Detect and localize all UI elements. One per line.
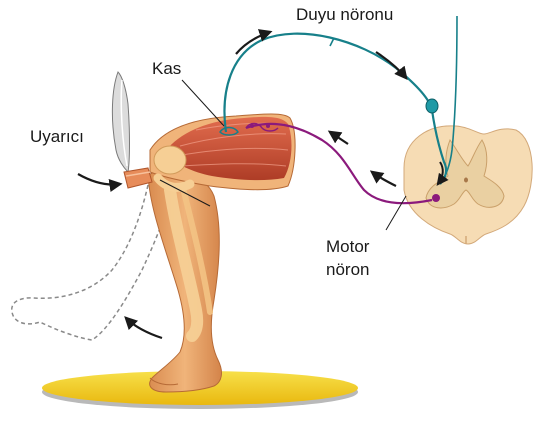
thigh [150, 114, 295, 190]
motor-neuron-label-line2: nöron [326, 260, 369, 279]
curved-arrow-icon [330, 132, 348, 144]
curved-arrow-icon [126, 318, 162, 338]
reflex-hammer-icon [112, 72, 152, 188]
motor-neuron-cell-body [432, 194, 440, 202]
curved-arrow-icon [372, 172, 396, 186]
muscle-label: Kas [152, 59, 181, 78]
motor-neuron-label-line1: Motor [326, 237, 370, 256]
curved-arrow-icon [236, 32, 270, 54]
spinal-cord-cross-section [404, 126, 532, 244]
leg-extended-outline [12, 185, 170, 340]
sensory-neuron-label: Duyu nöronu [296, 5, 393, 24]
lower-leg [148, 169, 221, 392]
curved-arrow-icon [78, 174, 120, 185]
stimulus-label: Uyarıcı [30, 127, 84, 146]
sensory-neuron-cell-body [426, 99, 438, 113]
